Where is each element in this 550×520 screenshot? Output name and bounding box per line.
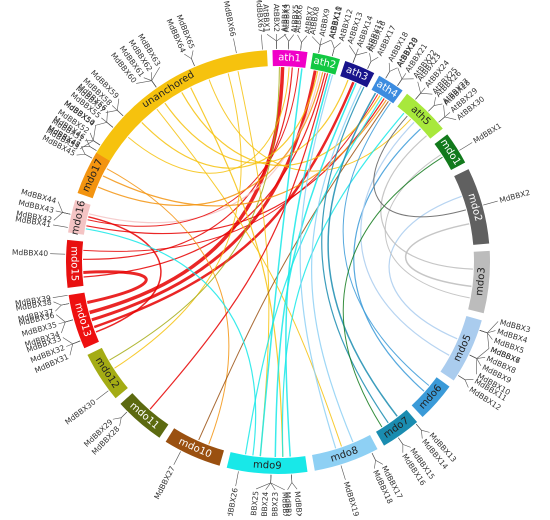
gene-connector (397, 79, 413, 86)
gene-connector (261, 35, 262, 50)
links-layer (83, 67, 473, 457)
gene-connector (81, 147, 92, 158)
gene-connector (174, 451, 181, 464)
gene-connector (288, 475, 292, 490)
gene-connector (113, 412, 127, 419)
gene-connector (256, 475, 271, 489)
gene-label: MdBBX27 (152, 464, 177, 501)
gene-label: MdBBX23 (270, 492, 279, 516)
gene-connector (236, 471, 239, 486)
chromosome-label-ath1: ath1 (278, 52, 301, 64)
gene-connector (284, 34, 288, 49)
gene-connector (386, 63, 390, 78)
gene-connector (428, 104, 442, 111)
gene-connector (416, 424, 422, 438)
gene-connector (291, 475, 297, 490)
gene-connector (398, 438, 410, 448)
gene-label: MdBBX26 (224, 487, 240, 516)
gene-connector (480, 330, 496, 333)
gene-connector (458, 376, 473, 380)
gene-connector (267, 34, 277, 49)
gene-label: MdBBX2 (498, 188, 531, 205)
gene-connector (372, 453, 376, 469)
gene-label: MdBBX1 (472, 121, 504, 145)
chromosome-label-mdo15: mdo15 (68, 246, 79, 281)
gene-connector (53, 295, 68, 297)
gene-connector (483, 201, 497, 205)
gene-connector (470, 355, 477, 374)
gene-connector (386, 68, 398, 78)
gene-connector (50, 254, 65, 255)
link-mdo3-mdo2-41 (406, 224, 472, 287)
gene-connector (301, 36, 307, 50)
gene-connector (96, 391, 108, 400)
gene-connector (458, 376, 468, 388)
gene-connector (368, 53, 371, 69)
gene-label: MdBBX25 (248, 490, 260, 516)
gene-connector (63, 338, 80, 344)
gene-connector (266, 475, 271, 490)
gene-connector (332, 43, 340, 56)
gene-connector (77, 154, 92, 158)
gene-label: MdBBX30 (63, 397, 97, 426)
link-mdo13-ath2-1 (92, 71, 315, 320)
gene-connector (53, 302, 69, 305)
gene-connector (349, 45, 356, 62)
gene-connector (58, 202, 70, 215)
gene-connector (93, 125, 100, 145)
gene-connector (90, 133, 100, 145)
link-mdo9-ath1-28 (260, 69, 302, 457)
gene-label: AtBBX4 (280, 4, 290, 33)
gene-connector (144, 78, 156, 88)
link-unanchored-mdo9-18 (238, 71, 269, 456)
gene-connector (120, 412, 127, 426)
gene-connector (271, 475, 276, 490)
gene-connector (191, 50, 194, 66)
gene-connector (80, 141, 100, 149)
gene-label: MdBBX66 (222, 0, 238, 37)
gene-label: MdBBX19 (342, 480, 361, 516)
gene-connector (107, 111, 113, 128)
link-unanchored-mdo9-15 (191, 88, 283, 457)
gene-connector (271, 475, 285, 490)
gene-connector (53, 225, 68, 227)
gene-labels-layer: MdBBX45MdBBX48MdBBX47MdBBX46MdBBX53MdBBX… (12, 0, 532, 516)
gene-label: AtBBX1 (261, 4, 271, 33)
gene-label: MdBBX22 (280, 492, 290, 516)
gene-connector (372, 453, 383, 464)
gene-connector (56, 315, 73, 322)
gene-connector (439, 117, 456, 122)
chromosome-label-unanchored: unanchored (140, 69, 196, 110)
gene-connector (398, 438, 403, 453)
link-mdo17-ath2-20 (98, 72, 323, 205)
gene-connector (341, 465, 345, 479)
link-mdo13-ath1-0 (90, 67, 283, 312)
gene-connector (397, 68, 401, 86)
gene-connector (288, 35, 293, 50)
link-unanchored-ath1-19 (128, 67, 289, 173)
gene-label: MdBBX40 (12, 248, 49, 258)
gene-connector (416, 424, 429, 432)
gene-connector (152, 67, 160, 87)
gene-label: MdBBX24 (259, 491, 270, 516)
gene-connector (117, 99, 123, 116)
gene-connector (136, 81, 156, 88)
gene-connector (61, 320, 73, 333)
gene-connector (233, 38, 236, 53)
gene-connector (368, 57, 379, 69)
gene-connector (415, 93, 432, 99)
gene-connector (480, 330, 489, 348)
gene-connector (470, 349, 489, 359)
gene-label: MdBBX20 (293, 491, 305, 516)
gene-connector (277, 34, 287, 49)
gene-connector (459, 143, 472, 151)
gene-connector (184, 54, 194, 66)
gene-connector (428, 97, 435, 111)
chromosome-label-mdo9: mdo9 (253, 459, 282, 471)
